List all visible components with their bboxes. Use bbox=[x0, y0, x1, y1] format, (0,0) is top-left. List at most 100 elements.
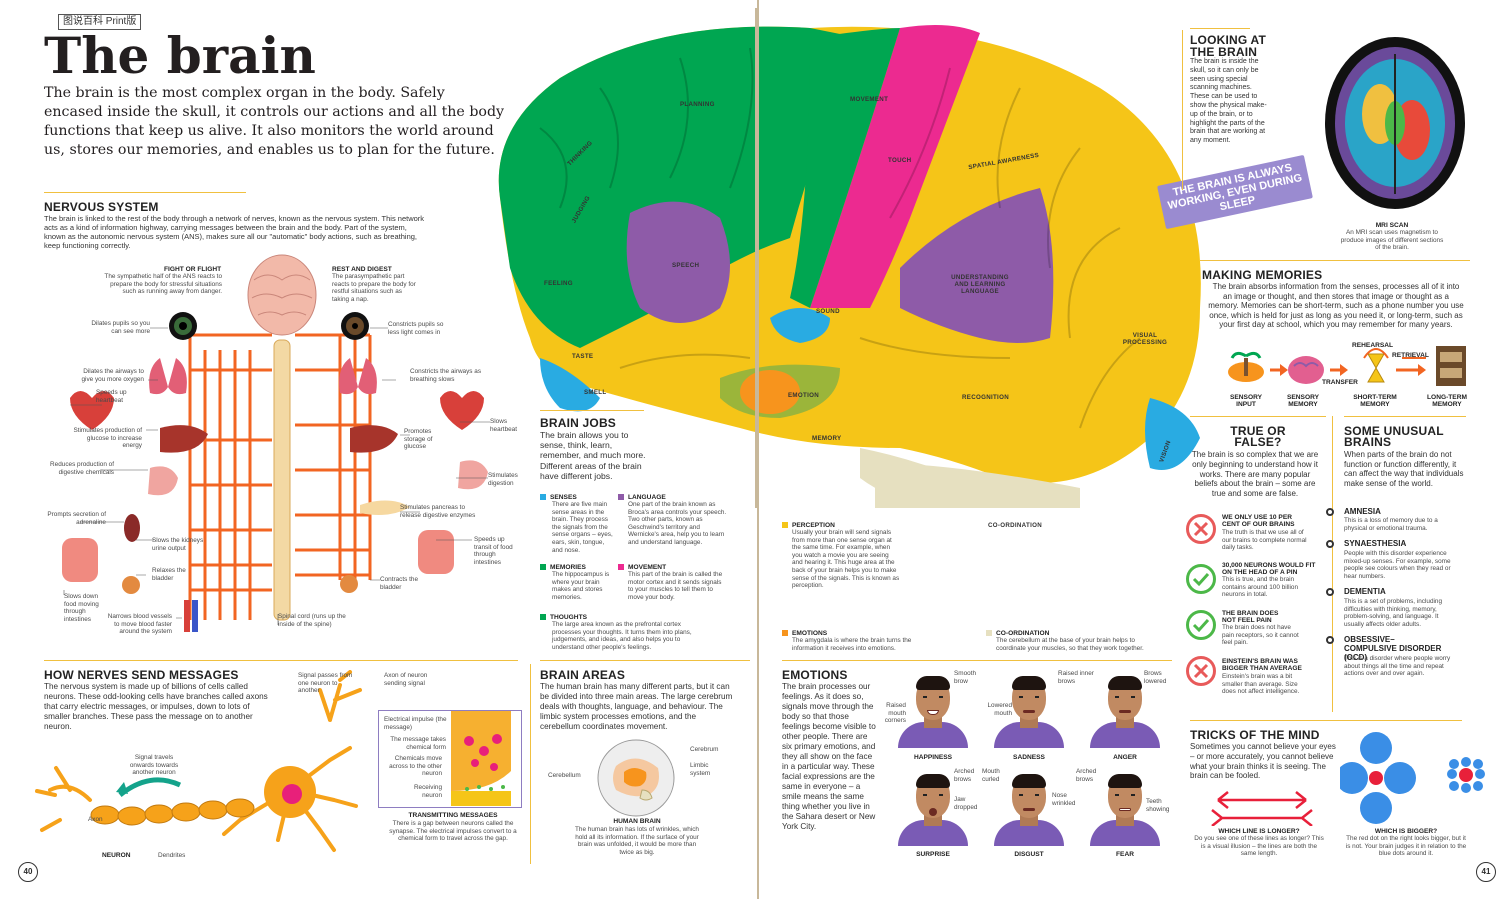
job-perception: PERCEPTION Usually your brain will send … bbox=[782, 522, 900, 590]
axon-sending-label: Axon of neuron sending signal bbox=[384, 672, 428, 687]
tricks-heading: TRICKS OF THE MIND bbox=[1190, 728, 1320, 742]
region-memory: MEMORY bbox=[812, 435, 842, 442]
areas-heading: BRAIN AREAS bbox=[540, 668, 626, 682]
signal-passes-label: Signal passes from one neuron to another bbox=[298, 672, 353, 695]
label-anger: ANGER bbox=[1113, 754, 1137, 761]
note-teeth-showing: Teeth showing bbox=[1146, 798, 1170, 813]
region-smell: SMELL bbox=[584, 389, 607, 396]
rule-looking bbox=[1190, 28, 1250, 29]
job-emotions: EMOTIONS The amygdala is where the brain… bbox=[782, 630, 924, 652]
true-icon-2 bbox=[1186, 610, 1216, 640]
nervous-heading: NERVOUS SYSTEM bbox=[44, 200, 159, 214]
tf-title-4: EINSTEIN'S BRAIN WAS BIGGER THAN AVERAGE bbox=[1222, 658, 1302, 672]
rule-nervous bbox=[44, 192, 246, 193]
rest-text: The parasympathetic part reacts to prepa… bbox=[332, 273, 416, 303]
amnesia-bullet bbox=[1326, 508, 1334, 516]
tf-title-2: 30,000 NEURONS WOULD FIT ON THE HEAD OF … bbox=[1222, 562, 1316, 576]
nerve-label-left-5: Reduces production of digestive chemical… bbox=[50, 461, 114, 476]
tf-text-1: The truth is that we use all of our brai… bbox=[1222, 529, 1307, 552]
face-happiness bbox=[894, 672, 972, 748]
dot-text: The red dot on the right looks bigger, b… bbox=[1345, 835, 1467, 858]
page-number-right: 41 bbox=[1476, 862, 1496, 882]
brain-areas-illustration bbox=[597, 739, 675, 817]
rehearsal-label: REHEARSAL bbox=[1352, 342, 1394, 349]
page-title: The brain bbox=[44, 26, 316, 85]
axon-label: Axon bbox=[88, 816, 103, 823]
memories-key bbox=[540, 564, 546, 570]
memories-heading: MAKING MEMORIES bbox=[1202, 268, 1323, 282]
rest-title: REST AND DIGEST bbox=[332, 266, 392, 273]
nerve-label-right-8: Contracts the bladder bbox=[380, 576, 419, 591]
limbic-label: Limbic system bbox=[690, 762, 711, 777]
label-fear: FEAR bbox=[1116, 851, 1134, 858]
spinal-cord-label: Spinal cord (runs up the inside of the s… bbox=[278, 613, 346, 628]
rule-memories bbox=[1200, 260, 1470, 261]
print-badge: 图说百科 Print版 bbox=[58, 14, 142, 30]
senses-key bbox=[540, 494, 546, 500]
region-taste: TASTE bbox=[572, 353, 594, 360]
rule-emotions bbox=[782, 660, 1172, 661]
region-recognition: RECOGNITION bbox=[962, 394, 1009, 401]
face-surprise bbox=[894, 770, 972, 846]
retrieval-label: RETRIEVAL bbox=[1392, 352, 1429, 359]
mri-text: An MRI scan uses magnetism to produce im… bbox=[1340, 229, 1444, 252]
note-arched-brows-1: Arched brows bbox=[954, 768, 975, 783]
nerve-label-left-7: Slows the kidneys urine output bbox=[152, 537, 204, 552]
emotions-heading: EMOTIONS bbox=[782, 668, 848, 682]
ocd-bullet bbox=[1326, 636, 1334, 644]
tf-text-4: Einstein's brain was a bit smaller than … bbox=[1222, 673, 1300, 696]
chemicals-move-label: Chemicals move across to the other neuro… bbox=[389, 755, 442, 778]
nervous-text: The brain is linked to the rest of the b… bbox=[44, 214, 425, 250]
areas-text: The human brain has many different parts… bbox=[540, 682, 733, 731]
dementia-title: DEMENTIA bbox=[1344, 587, 1386, 596]
step-short-term: SHORT-TERM MEMORY bbox=[1353, 394, 1397, 408]
ebbinghaus-illusion bbox=[1340, 732, 1485, 824]
face-anger bbox=[1086, 672, 1164, 748]
face-fear bbox=[1086, 770, 1164, 846]
synapse-box bbox=[378, 710, 522, 808]
amnesia-text: This is a loss of memory due to a physic… bbox=[1344, 517, 1438, 532]
rule-center-v bbox=[757, 0, 759, 899]
job-thoughts: THOUGHTS The large area known as the pre… bbox=[540, 614, 710, 651]
dementia-text: This is a set of problems, including dif… bbox=[1344, 598, 1443, 628]
dementia-bullet bbox=[1326, 588, 1334, 596]
language-key bbox=[618, 494, 624, 500]
page-number-left: 40 bbox=[18, 862, 38, 882]
coordination-key bbox=[986, 630, 992, 636]
region-planning: PLANNING bbox=[680, 101, 715, 108]
region-emotion: EMOTION bbox=[788, 392, 819, 399]
nerve-label-left-8: Relaxes the bladder bbox=[152, 567, 186, 582]
nerve-label-left-4: Stimulates production of glucose to incr… bbox=[73, 427, 142, 450]
job-movement: MOVEMENT This part of the brain is calle… bbox=[618, 564, 728, 601]
ocd-title: OBSESSIVE–COMPULSIVE DISORDER (OCD) bbox=[1344, 635, 1442, 662]
note-nose-wrinkled: Nose wrinkled bbox=[1052, 792, 1076, 807]
step-sensory-memory: SENSORY MEMORY bbox=[1287, 394, 1319, 408]
jobs-heading: BRAIN JOBS bbox=[540, 416, 617, 430]
human-brain-title: HUMAN BRAIN bbox=[613, 818, 661, 825]
note-arched-brows-2: Arched brows bbox=[1076, 768, 1097, 783]
thoughts-key bbox=[540, 614, 546, 620]
tf-title-1: WE ONLY USE 10 PER CENT OF OUR BRAINS bbox=[1222, 514, 1295, 528]
nerve-label-left-9: Slows down food moving through intestine… bbox=[64, 593, 99, 623]
nervous-system-diagram bbox=[62, 254, 490, 632]
dot-title: WHICH IS BIGGER? bbox=[1374, 828, 1438, 835]
nerve-label-right-4: Promotes storage of glucose bbox=[404, 428, 433, 451]
intro-text: The brain is the most complex organ in t… bbox=[44, 85, 505, 158]
perception-key bbox=[782, 522, 788, 528]
synaesthesia-bullet bbox=[1326, 540, 1334, 548]
electrical-label: Electrical impulse (the message) bbox=[384, 716, 447, 731]
movement-key bbox=[618, 564, 624, 570]
emotions-key bbox=[782, 630, 788, 636]
looking-text: The brain is inside the skull, so it can… bbox=[1190, 58, 1267, 145]
tf-title-3: THE BRAIN DOES NOT FEEL PAIN bbox=[1222, 610, 1279, 624]
rule-unusual-v bbox=[1332, 416, 1333, 712]
rule-truefalse bbox=[1190, 416, 1326, 417]
region-touch: TOUCH bbox=[888, 157, 912, 164]
messages-text: The nervous system is made up of billion… bbox=[44, 682, 268, 731]
note-raised-mouth: Raised mouth corners bbox=[884, 702, 906, 725]
unusual-heading: SOME UNUSUAL BRAINS bbox=[1344, 424, 1444, 449]
cerebellum-label: Cerebellum bbox=[548, 772, 581, 779]
rule-messages bbox=[44, 660, 518, 661]
false-icon-2 bbox=[1186, 656, 1216, 686]
face-disgust bbox=[990, 770, 1068, 846]
